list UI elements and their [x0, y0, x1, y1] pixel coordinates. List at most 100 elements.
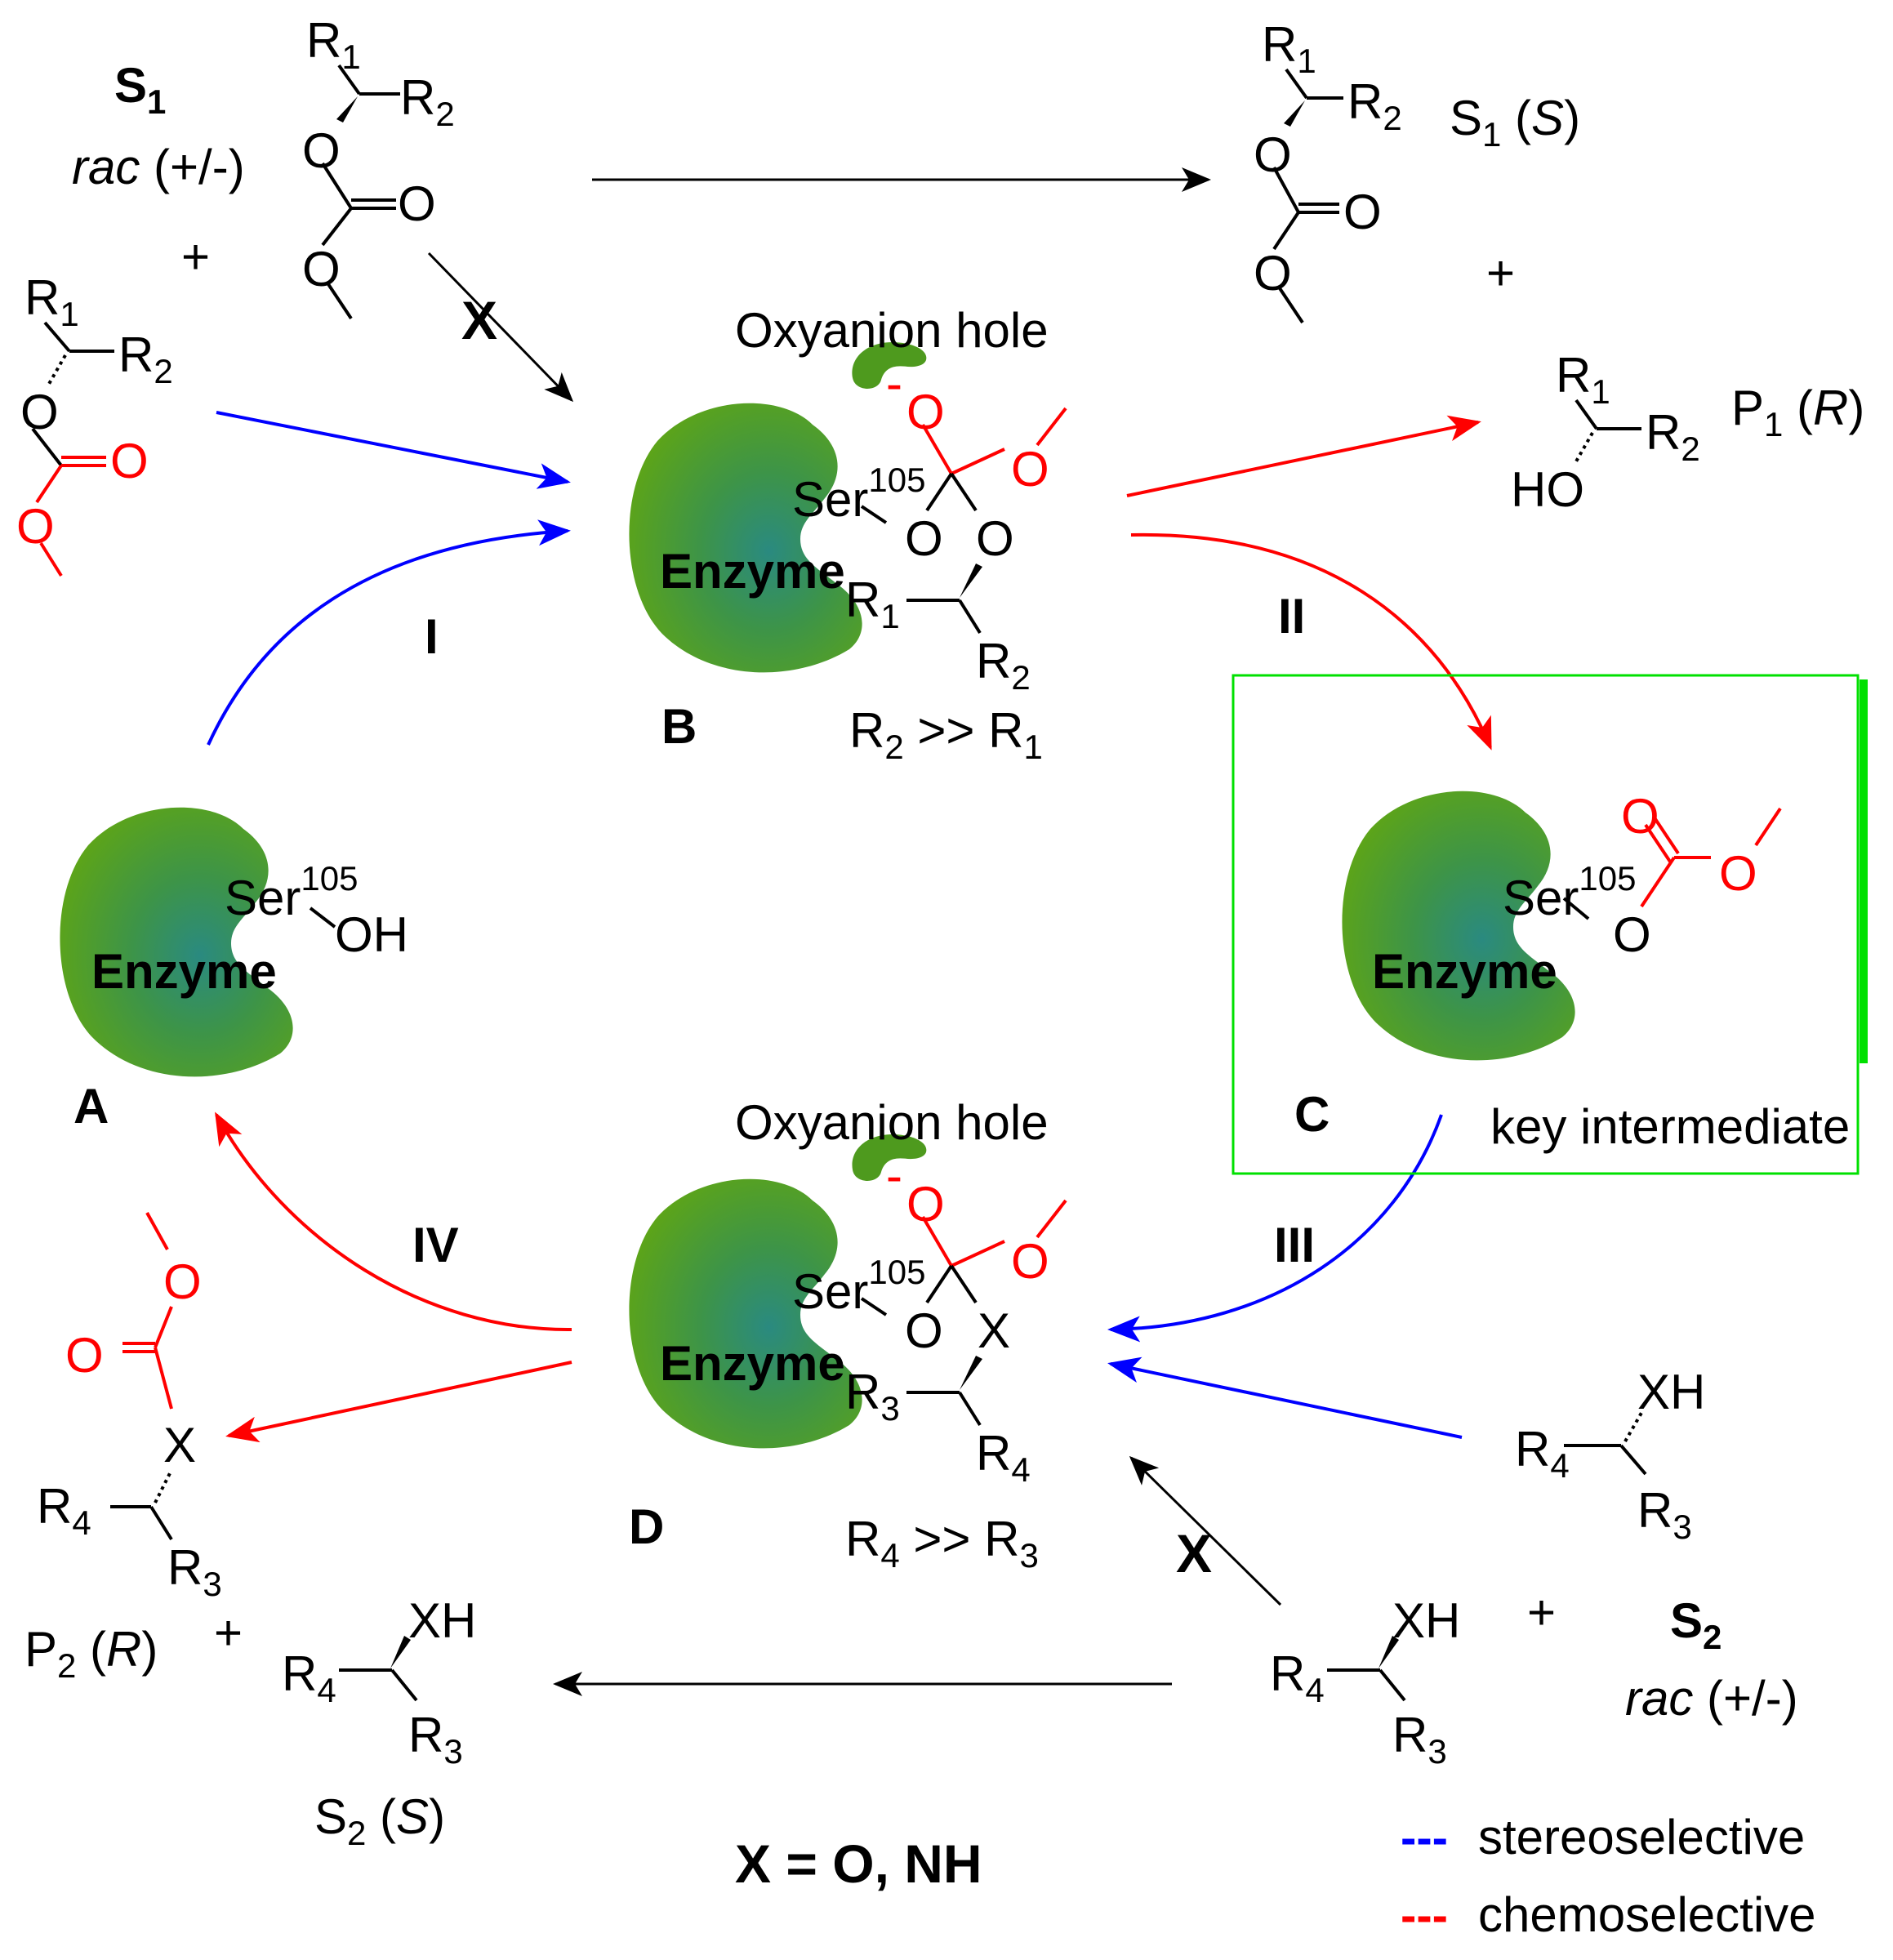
b-atom-r1: R1: [845, 572, 900, 635]
legend-swatch-chemo-dash: ---: [1401, 1889, 1448, 1942]
arrow-step-II: [1130, 532, 1492, 751]
s1s-label: S1 (S): [1450, 91, 1580, 154]
b-atom-o-red2: O: [1011, 442, 1049, 497]
s2s-atom-r4: R4: [282, 1646, 336, 1709]
arrow-blue-s1r-to-b: [216, 411, 571, 489]
node-label-C: C: [1294, 1087, 1330, 1142]
node-label-B: B: [661, 699, 697, 754]
s1s-atom-o2: O: [1343, 185, 1382, 239]
s2r-atom-xh: XH: [1637, 1365, 1705, 1419]
d-intermediate-bonds: [860, 1199, 1067, 1427]
s2s-atom-r3: R3: [408, 1708, 463, 1771]
d-atom-r4: R4: [976, 1426, 1031, 1489]
c-intermediate-bonds: [1562, 807, 1782, 920]
plus-top-right: +: [1486, 246, 1515, 301]
s1-label: S1: [114, 58, 166, 121]
b-atom-r2: R2: [976, 634, 1031, 697]
s2s-label: S2 (S): [314, 1789, 445, 1852]
node-label-A: A: [73, 1079, 109, 1134]
d-atom-o: O: [905, 1303, 943, 1358]
arrow-step-IV: [215, 1111, 572, 1332]
key-intermediate-label: key intermediate: [1490, 1099, 1850, 1154]
step-label-II: II: [1278, 589, 1305, 644]
s2-label: S2: [1670, 1593, 1722, 1656]
s1-atom-r1: R1: [306, 13, 361, 76]
plus-bottom-left: +: [214, 1606, 243, 1660]
d-ser: Ser105: [792, 1253, 925, 1319]
s2s-molecule-bonds: [339, 1636, 418, 1702]
b-atom-o-red1: O: [906, 385, 945, 439]
b-ser: Ser105: [792, 461, 925, 527]
blocked-mark-bottom: X: [1176, 1523, 1212, 1584]
enzyme-C: [1342, 791, 1575, 1061]
s1r-atom-o1: O: [20, 385, 59, 439]
step-label-III: III: [1274, 1218, 1315, 1272]
s1-rac-label: rac (+/-): [72, 140, 245, 194]
r2-gt-r1: R2 >> R1: [849, 703, 1043, 766]
p1-atom-ho: HO: [1511, 462, 1584, 517]
s1s-molecule-bonds: [1272, 68, 1343, 324]
s1r-molecule-bonds: [31, 321, 114, 577]
p2-atom-r4: R4: [37, 1479, 91, 1542]
legend-label-stereo: stereoselective: [1478, 1810, 1805, 1864]
p2-atom-o-carbonyl: O: [65, 1328, 104, 1383]
s2s-atom-xh: XH: [408, 1593, 476, 1648]
s2rac-molecule-bonds: [1327, 1636, 1406, 1702]
s1s-atom-o3: O: [1254, 246, 1292, 301]
enzyme-label-C: Enzyme: [1372, 944, 1557, 999]
s2rac-atom-r3: R3: [1392, 1708, 1447, 1771]
node-label-D: D: [629, 1499, 664, 1554]
d-atom-x: X: [978, 1303, 1010, 1358]
p2-atom-x: X: [163, 1418, 196, 1472]
a-ser-bond: [309, 906, 336, 929]
p2-molecule-bonds: [110, 1212, 173, 1541]
b-atom-o2: O: [976, 511, 1014, 566]
b-intermediate-bonds: [860, 407, 1067, 635]
arrow-red-b-to-p1: [1126, 415, 1481, 497]
oxyanion-hole-label-D: Oxyanion hole: [735, 1095, 1049, 1150]
s1-atom-o3: O: [302, 242, 341, 296]
enzyme-B: [629, 403, 862, 673]
arrow-blue-s2-to-d: [1107, 1356, 1463, 1439]
d-atom-o-red1: O: [906, 1177, 945, 1232]
arrow-step-III: [1107, 1114, 1443, 1343]
s1-atom-o1: O: [302, 123, 341, 178]
step-label-IV: IV: [412, 1218, 459, 1272]
p1-molecule-bonds: [1575, 399, 1641, 462]
legend-swatch-stereo: ---: [1401, 1811, 1448, 1864]
b-minus: -: [886, 356, 902, 411]
s2rac-atom-r4: R4: [1270, 1646, 1325, 1709]
b-atom-o1: O: [905, 511, 943, 566]
p2-label: P2 (R): [24, 1622, 158, 1685]
s2r-atom-r4: R4: [1515, 1422, 1570, 1485]
enzyme-label-D: Enzyme: [660, 1336, 845, 1391]
p1-atom-r1: R1: [1556, 348, 1610, 411]
s1s-atom-o1: O: [1254, 127, 1292, 182]
d-atom-r3: R3: [845, 1365, 900, 1428]
step-label-I: I: [425, 609, 439, 664]
arrow-blocked-top: [427, 252, 574, 403]
c-atom-o: O: [1613, 907, 1651, 962]
arrow-blocked-bottom: [1129, 1455, 1282, 1606]
c-atom-o-carbonyl: O: [1621, 789, 1659, 844]
c-ser: Ser105: [1503, 859, 1636, 925]
p1-label: P1 (R): [1731, 381, 1864, 443]
enzyme-label-B: Enzyme: [660, 544, 845, 599]
x-definition: X = O, NH: [735, 1833, 982, 1894]
s1r-atom-r1: R1: [24, 270, 79, 333]
key-intermediate-box: [1232, 674, 1860, 1175]
plus-top-left: +: [181, 229, 210, 284]
s1-atom-r2: R2: [400, 70, 455, 133]
s1s-atom-r2: R2: [1347, 74, 1402, 137]
s1r-atom-r2: R2: [118, 327, 173, 390]
c-atom-o-ester: O: [1719, 846, 1757, 901]
a-atom-oh: OH: [335, 907, 408, 962]
d-minus: -: [886, 1148, 902, 1203]
s2-rac-label: rac (+/-): [1625, 1671, 1798, 1726]
s1-molecule-bonds: [321, 64, 400, 320]
legend-label-chemo: chemoselective: [1478, 1887, 1816, 1942]
oxyanion-hole-label-B: Oxyanion hole: [735, 303, 1049, 358]
s1-atom-o2: O: [398, 176, 436, 231]
d-atom-o-red2: O: [1011, 1234, 1049, 1289]
